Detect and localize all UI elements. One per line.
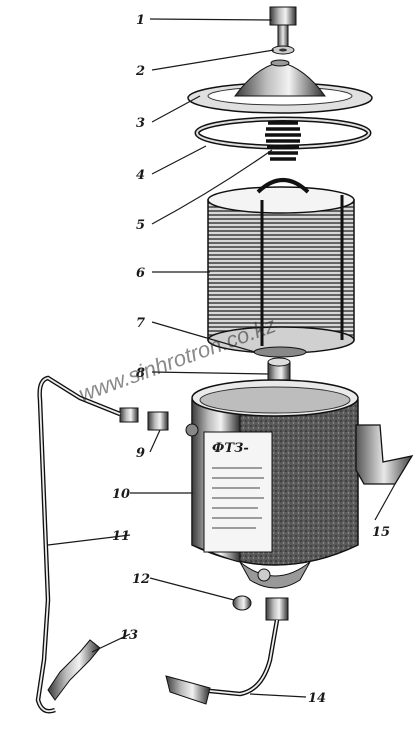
seal-ring-part-7 [253, 346, 307, 358]
housing-part-10: ФТЗ- [185, 379, 359, 589]
label-5: 5 [136, 218, 145, 233]
bracket-part-15 [355, 424, 414, 485]
pipe-part-11 [35, 375, 121, 714]
pipe-fitting-part-13 [47, 639, 101, 701]
leader-lines [47, 18, 396, 698]
housing-plate-text: ФТЗ- [212, 441, 249, 456]
label-7: 7 [136, 316, 145, 331]
spring-part-5 [265, 121, 301, 161]
label-8: 8 [136, 366, 145, 381]
label-11: 11 [112, 529, 130, 544]
filter-element-part-6 [207, 178, 355, 354]
cover-part-3 [187, 59, 373, 114]
label-13: 13 [120, 628, 138, 643]
drain-pipe-part-14 [165, 597, 289, 705]
label-14: 14 [308, 691, 326, 706]
label-1: 1 [136, 13, 145, 28]
plug-part-12 [232, 595, 252, 611]
label-9: 9 [136, 446, 145, 461]
label-3: 3 [136, 116, 145, 131]
label-15: 15 [372, 525, 390, 540]
label-4: 4 [136, 168, 145, 183]
bolt-part-1 [269, 6, 297, 52]
label-2: 2 [135, 64, 145, 79]
fitting-part-9 [119, 407, 169, 431]
label-12: 12 [132, 572, 150, 587]
label-10: 10 [112, 487, 130, 502]
washer-part-2 [271, 45, 295, 55]
part-labels: 1 2 3 4 5 6 7 8 9 10 11 12 13 14 15 [112, 13, 390, 706]
label-6: 6 [136, 266, 145, 281]
